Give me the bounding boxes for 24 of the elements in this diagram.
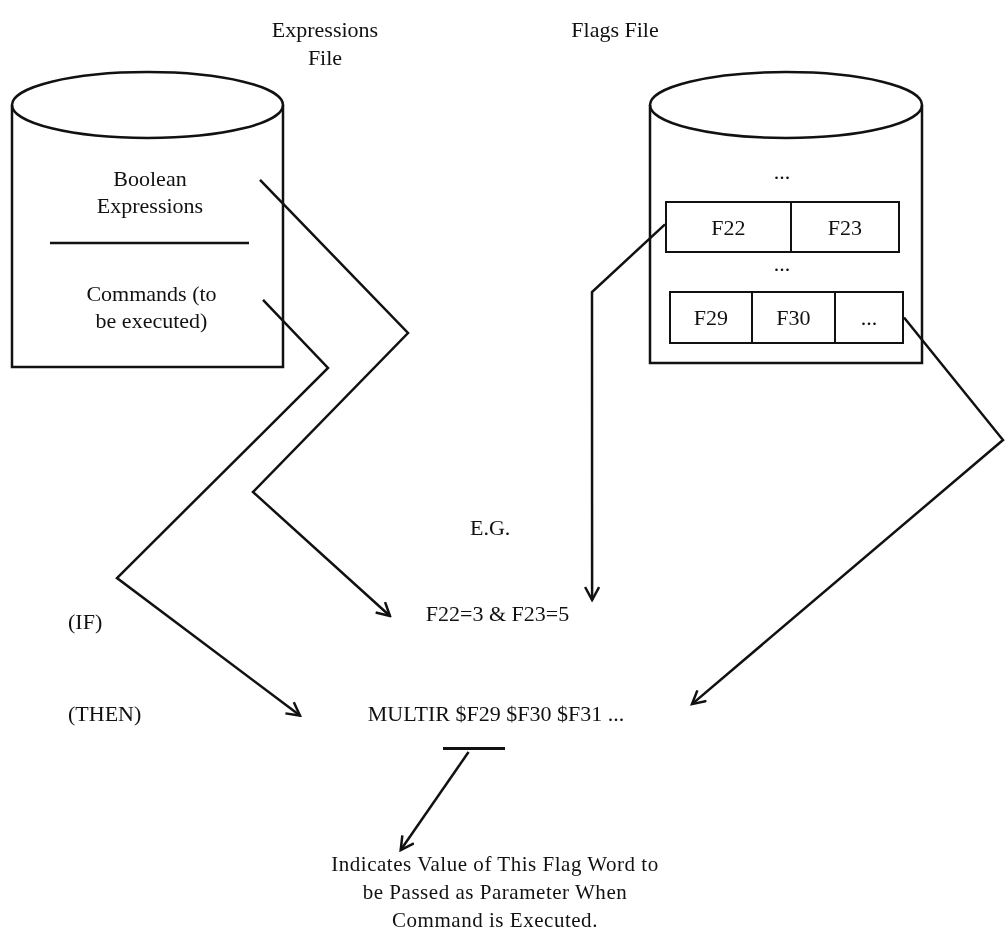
flag-cell: F23: [789, 203, 898, 251]
annotation-label: (THEN): [68, 700, 142, 728]
file-heading: Expressions File: [270, 16, 380, 72]
flag-cell: ...: [834, 293, 902, 342]
flag-cell-text: F22: [710, 213, 747, 242]
arrow: [690, 316, 1005, 706]
arrow: [399, 751, 470, 852]
annotation-label: E.G.: [470, 514, 511, 542]
file-heading: Flags File: [570, 16, 660, 44]
ellipsis-text: ...: [772, 250, 792, 278]
flag-cell: F30: [750, 293, 835, 342]
arrow: [583, 223, 666, 602]
flag-row: [669, 291, 904, 344]
flag-row: [665, 201, 900, 253]
expression-text: Boolean Expressions: [95, 165, 205, 219]
flag-cell-text: F29: [692, 304, 729, 332]
command-text: MULTIR $F29 $F30 $F31 ...: [367, 700, 625, 727]
arrow: [115, 298, 330, 717]
expression-text: Commands (to be executed): [85, 280, 218, 334]
arrow: [251, 179, 410, 618]
ellipsis-text: ...: [772, 158, 792, 186]
condition-text: F22=3 & F23=5: [425, 600, 570, 627]
note-text: Indicates Value of This Flag Word to be Passed as Parameter When Command is Executed.: [330, 851, 660, 934]
annotation-label: (IF): [68, 608, 103, 636]
